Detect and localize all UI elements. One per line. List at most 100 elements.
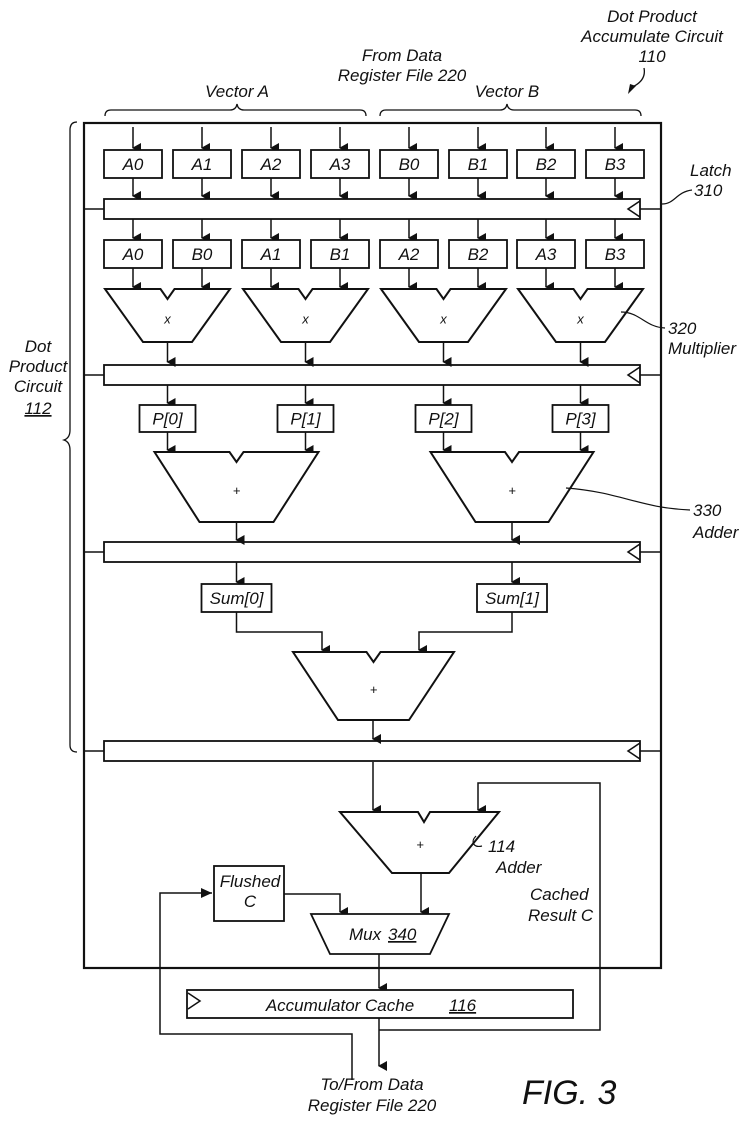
stage1-register-label: B1	[330, 245, 351, 264]
clock-icon	[626, 200, 641, 218]
cached-result-label-2: Result C	[528, 906, 594, 925]
adder-330-1-symbol: +	[508, 483, 516, 498]
multiplier-label-1: 320	[668, 319, 697, 338]
stage0-register-box	[585, 149, 645, 179]
clock-icon	[626, 742, 641, 760]
stage0-register-label: A0	[122, 155, 144, 174]
pipeline-latch-3	[103, 541, 641, 563]
accumulate-adder-114	[337, 811, 502, 874]
multiplier-1	[241, 288, 370, 343]
accumulator-cache-116	[186, 989, 574, 1019]
vector-b-brace	[379, 103, 642, 117]
svg-text:Product: Product	[9, 357, 69, 376]
dot-product-circuit-label: Dot Product Circuit 112	[9, 337, 69, 418]
vector-b-label: Vector B	[475, 82, 540, 101]
stage0-register-box	[448, 149, 508, 179]
adder-stage2-shape-symbol: +	[370, 682, 378, 697]
multiplier-leader-line	[620, 311, 666, 329]
adder-stage2-shape	[291, 651, 456, 721]
adder-114-label-2: Adder	[495, 858, 543, 877]
clock-icon	[626, 543, 641, 561]
adder-label-2: Adder	[692, 523, 740, 542]
product-group: P[0] P[1] P[2] P[3]	[138, 385, 610, 455]
adder-330-0-symbol: +	[233, 483, 241, 498]
stage1-register-box	[310, 239, 370, 269]
adder-stage2: +	[291, 651, 456, 744]
sum-register-label: Sum[1]	[485, 589, 540, 608]
stage0-register-label: B1	[468, 155, 489, 174]
adder-stage1-group: ++	[152, 451, 596, 545]
multiplier-0-symbol: x	[163, 312, 171, 327]
multiplier-3	[516, 288, 645, 343]
vector-a-brace	[104, 103, 367, 117]
multiplier-2-symbol: x	[439, 312, 447, 327]
flushed-to-mux-arrow	[284, 893, 348, 917]
stage1-register-label: B3	[605, 245, 626, 264]
mux-340	[309, 913, 451, 955]
svg-text:112: 112	[24, 399, 52, 418]
svg-text:Circuit: Circuit	[14, 377, 63, 396]
stage1-register-label: A3	[535, 245, 557, 264]
latch-leader-line	[661, 189, 693, 205]
product-register-label: P[1]	[290, 410, 322, 429]
flushed-feedback-line	[159, 888, 353, 1080]
latch-label-1: Latch	[690, 161, 732, 180]
stage0-register-label: B2	[536, 155, 557, 174]
title-arrow-icon	[628, 84, 636, 94]
flushed-label-2: C	[244, 892, 257, 911]
stage0-register-box	[379, 149, 439, 179]
stage0-register-label: B0	[399, 155, 420, 174]
flushed-c-register	[213, 865, 285, 922]
multiplier-3-symbol: x	[576, 312, 584, 327]
accumulator-cache-label: Accumulator Cache	[265, 996, 414, 1015]
stage0-register-label: B3	[605, 155, 626, 174]
product-register-label: P[3]	[565, 410, 597, 429]
cached-result-label-1: Cached	[530, 885, 589, 904]
title-label: Dot Product Accumulate Circuit 110	[580, 7, 724, 94]
adder-330-1	[428, 451, 596, 523]
latch-label-2: 310	[694, 181, 723, 200]
product-register-label: P[2]	[428, 410, 460, 429]
clock-icon	[626, 366, 641, 384]
multiplier-label-2: Multiplier	[668, 339, 737, 358]
sum-register-box	[476, 583, 548, 613]
stage1-register-label: A2	[398, 245, 420, 264]
stage0-register-label: A2	[260, 155, 282, 174]
flushed-label-1: Flushed	[220, 872, 281, 891]
adder-114-label-1: 114	[488, 837, 515, 856]
product-register-label: P[0]	[152, 410, 184, 429]
stage0-register-box	[103, 149, 163, 179]
clock-icon	[187, 992, 202, 1010]
adder-leader-line	[565, 487, 691, 511]
cached-result-feedback-line	[379, 782, 601, 1031]
title-line-2: Accumulate Circuit	[580, 27, 724, 46]
title-line-1: Dot Product	[607, 7, 698, 26]
sum1-to-adder-arrow	[418, 612, 513, 655]
stage0-register-label: A3	[329, 155, 351, 174]
accumulate-adder-symbol: +	[416, 837, 424, 852]
svg-text:Dot: Dot	[25, 337, 53, 356]
stage0-register-box	[172, 149, 232, 179]
stage1-register-label: B0	[192, 245, 213, 264]
stage1-register-label: A0	[122, 245, 144, 264]
mux-label: Mux	[349, 925, 382, 944]
dot-product-brace	[61, 121, 78, 753]
multiplier-1-symbol: x	[301, 312, 309, 327]
output-label-2: Register File 220	[308, 1096, 437, 1115]
pipeline-latch-1	[103, 198, 641, 220]
circuit-frame	[82, 121, 663, 970]
figure-label: FIG. 3	[522, 1074, 617, 1112]
stage1-register-box	[516, 239, 576, 269]
adder-label-1: 330	[693, 501, 722, 520]
output-label-1: To/From Data	[320, 1075, 423, 1094]
accumulator-cache-ref: 116	[449, 996, 477, 1015]
stage0-register-box	[310, 149, 370, 179]
mux-ref: 340	[388, 925, 417, 944]
source-line-1: From Data	[362, 46, 442, 65]
sum0-to-adder-arrow	[235, 612, 330, 655]
stage1-register-box	[585, 239, 645, 269]
sum-register-label: Sum[0]	[210, 589, 265, 608]
